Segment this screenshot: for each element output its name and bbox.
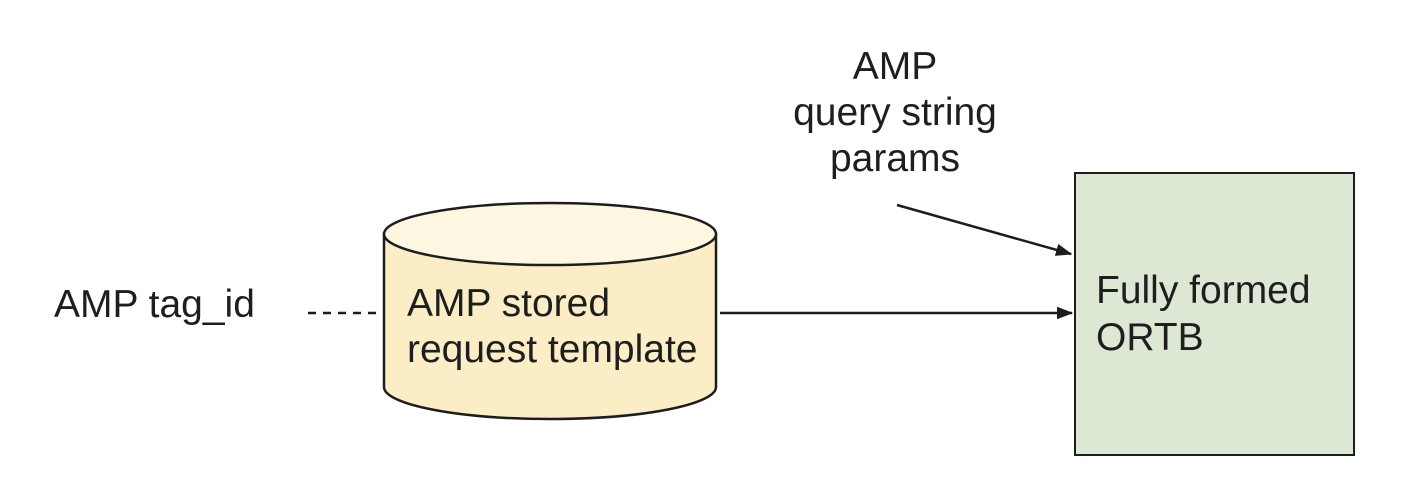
- stored-request-cylinder: [382, 201, 718, 421]
- amp-tag-id-label: AMP tag_id: [54, 283, 255, 326]
- ortb-label: Fully formed ORTB: [1096, 269, 1311, 359]
- stored-request-label: AMP stored request template: [407, 282, 698, 371]
- cylinder-body: [382, 232, 718, 421]
- ortb-box: Fully formed ORTB: [1074, 172, 1355, 456]
- connector-params-to-ortb: [896, 203, 1071, 254]
- query-params-label: AMP query string params: [793, 45, 997, 180]
- cylinder-top: [382, 201, 718, 267]
